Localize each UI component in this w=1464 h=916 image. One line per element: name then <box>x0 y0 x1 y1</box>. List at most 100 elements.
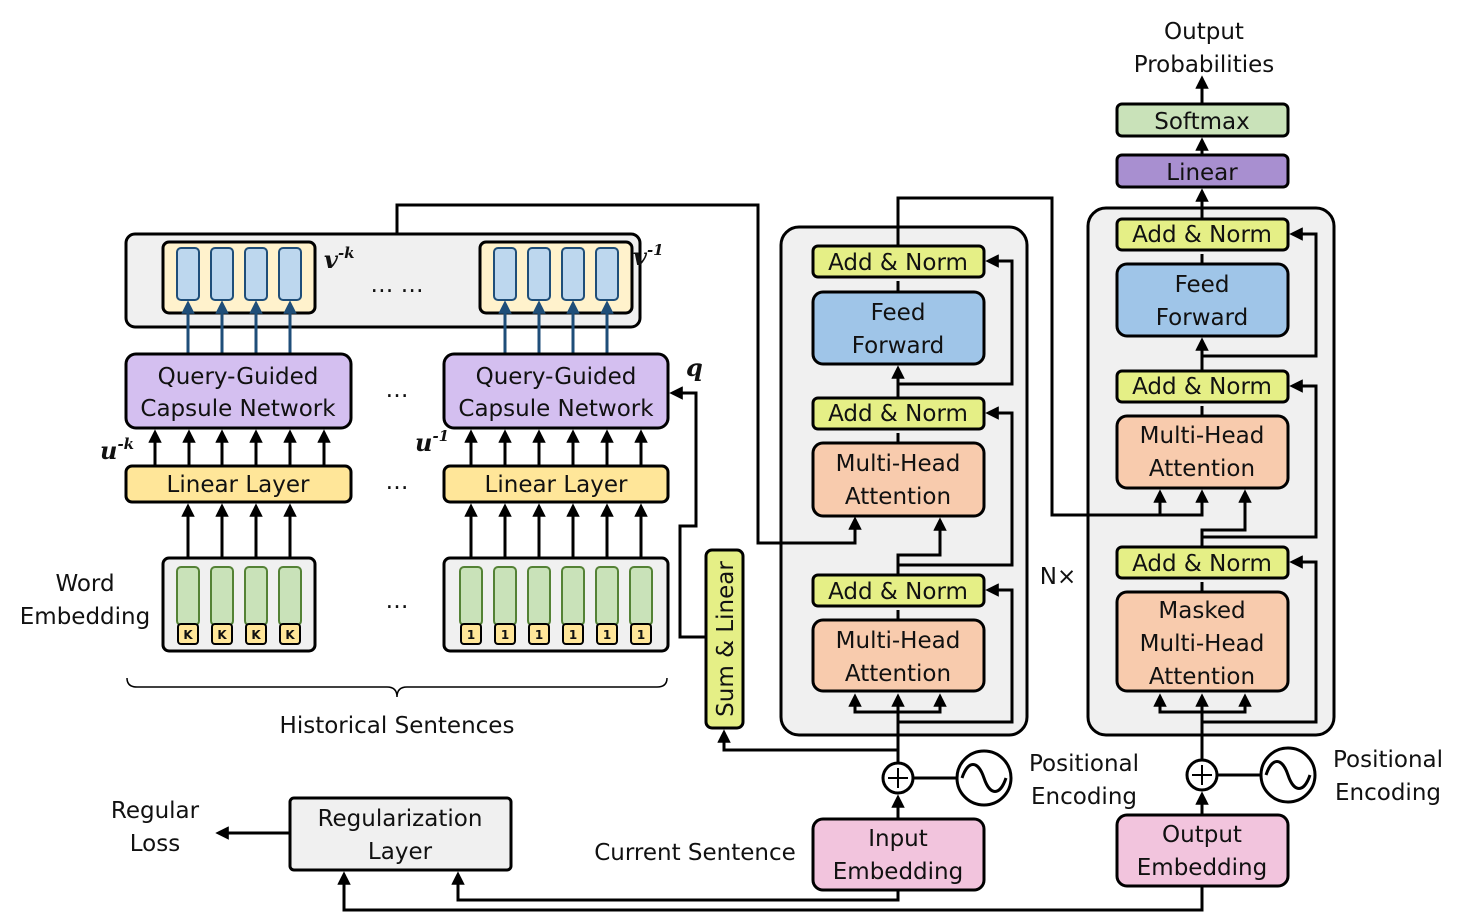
q-label: q <box>686 353 703 382</box>
regularization-layer-box: Regularization Layer <box>288 796 513 872</box>
input-to-sum-arrow <box>717 729 900 766</box>
softmax-box: Softmax <box>1115 102 1290 138</box>
decoder-feed-forward: Feed Forward <box>1115 262 1290 338</box>
svg-text:Linear Layer: Linear Layer <box>485 472 628 498</box>
svg-text:Add & Norm: Add & Norm <box>1132 374 1272 400</box>
dots-linear: … <box>386 469 409 495</box>
svg-text:Multi-Head: Multi-Head <box>836 628 961 654</box>
svg-text:Multi-Head: Multi-Head <box>1140 423 1265 449</box>
decoder-positional-encoding-line2: Encoding <box>1335 780 1441 806</box>
svg-text:Feed: Feed <box>871 300 926 326</box>
linear-to-capsule-arrows <box>148 429 648 466</box>
svg-text:Embedding: Embedding <box>833 859 963 885</box>
decoder-add-norm-1: Add & Norm <box>1115 545 1290 580</box>
svg-text:Add & Norm: Add & Norm <box>828 250 968 276</box>
svg-text:1: 1 <box>603 628 611 642</box>
decoder-add-norm-2: Add & Norm <box>1115 369 1290 404</box>
svg-text:Multi-Head: Multi-Head <box>1140 631 1265 657</box>
capsule-network-1: Query-Guided Capsule Network <box>442 352 670 430</box>
v-k-label: v-k <box>324 244 355 274</box>
historical-sentences-label: Historical Sentences <box>280 713 515 739</box>
svg-text:1: 1 <box>467 628 475 642</box>
svg-text:Forward: Forward <box>852 333 945 359</box>
capsule-group-k <box>161 240 317 315</box>
decoder-positional-encoding-line1: Positional <box>1333 747 1443 773</box>
svg-text:K: K <box>183 628 193 642</box>
svg-text:1: 1 <box>637 628 645 642</box>
encoder-wiring <box>848 196 1209 766</box>
svg-text:Attention: Attention <box>1149 664 1255 690</box>
word-embedding-label-line2: Embedding <box>20 604 150 630</box>
capsule-network-k: Query-Guided Capsule Network <box>124 352 353 430</box>
svg-text:Attention: Attention <box>845 661 951 687</box>
svg-text:Linear Layer: Linear Layer <box>167 472 310 498</box>
word-embedding-group-k: K K K K <box>161 556 317 653</box>
linear-layer-k: Linear Layer <box>124 464 353 504</box>
input-to-regularization-line <box>451 871 900 902</box>
svg-text:Linear: Linear <box>1166 160 1238 186</box>
svg-text:Query-Guided: Query-Guided <box>158 364 319 390</box>
svg-text:Attention: Attention <box>845 484 951 510</box>
svg-text:Attention: Attention <box>1149 456 1255 482</box>
svg-text:Input: Input <box>868 826 928 852</box>
encoder-positional-wave-icon <box>955 749 1013 807</box>
regular-loss-line1: Regular <box>111 798 200 824</box>
svg-text:1: 1 <box>535 628 543 642</box>
svg-text:K: K <box>217 628 227 642</box>
encoder-self-attention: Multi-Head Attention <box>811 618 986 693</box>
svg-text:Feed: Feed <box>1175 272 1230 298</box>
regular-loss-line2: Loss <box>130 831 180 857</box>
svg-text:Capsule Network: Capsule Network <box>140 396 336 422</box>
svg-text:K: K <box>251 628 261 642</box>
svg-text:Add & Norm: Add & Norm <box>1132 551 1272 577</box>
svg-text:Add & Norm: Add & Norm <box>828 579 968 605</box>
output-probabilities-line1: Output <box>1164 19 1244 45</box>
dots-mid: … <box>386 377 409 403</box>
svg-text:Add & Norm: Add & Norm <box>1132 222 1272 248</box>
decoder-add-circle <box>1185 758 1219 792</box>
word-embedding-label-line1: Word <box>55 571 114 597</box>
decoder-cross-attention: Multi-Head Attention <box>1115 414 1290 490</box>
output-probabilities-line2: Probabilities <box>1134 52 1275 78</box>
svg-text:Capsule Network: Capsule Network <box>458 396 654 422</box>
output-embedding-box: Output Embedding <box>1115 813 1290 888</box>
svg-text:Output: Output <box>1162 822 1242 848</box>
q-arrow <box>669 386 706 639</box>
linear-layer-1: Linear Layer <box>442 464 670 504</box>
current-sentence-label: Current Sentence <box>594 840 796 866</box>
decoder-masked-attention: Masked Multi-Head Attention <box>1115 590 1290 693</box>
encoder-positional-encoding-line2: Encoding <box>1031 784 1137 810</box>
encoder-cross-attention: Multi-Head Attention <box>811 441 986 518</box>
svg-text:1: 1 <box>569 628 577 642</box>
svg-text:Add & Norm: Add & Norm <box>828 401 968 427</box>
dots-embed: … <box>386 588 409 614</box>
input-embedding-box: Input Embedding <box>811 817 986 892</box>
nx-label: N× <box>1040 564 1076 590</box>
u-1-label: u-1 <box>415 427 449 457</box>
decoder-add-norm-3: Add & Norm <box>1115 217 1290 252</box>
encoder-add-norm-2: Add & Norm <box>811 396 986 431</box>
decoder-positional-wave-icon <box>1259 746 1317 804</box>
encoder-add-circle <box>881 761 915 795</box>
svg-text:Softmax: Softmax <box>1154 109 1250 135</box>
svg-text:Sum & Linear: Sum & Linear <box>713 561 739 717</box>
v-1-label: v-1 <box>633 241 664 271</box>
embed-to-linear-arrows <box>181 503 648 566</box>
dots-top: … … <box>370 272 423 298</box>
capsule-group-1 <box>478 240 634 315</box>
encoder-add-norm-1: Add & Norm <box>811 573 986 608</box>
historical-brace <box>126 677 668 698</box>
word-embedding-group-1: 1 1 1 1 1 1 <box>442 556 670 653</box>
capsule-to-encoder-line <box>395 203 862 545</box>
encoder-feed-forward: Feed Forward <box>811 290 986 366</box>
encoder-positional-encoding-line1: Positional <box>1029 751 1139 777</box>
u-k-label: u-k <box>100 435 134 465</box>
svg-text:1: 1 <box>501 628 509 642</box>
svg-text:Embedding: Embedding <box>1137 855 1267 881</box>
svg-text:Query-Guided: Query-Guided <box>476 364 637 390</box>
encoder-add-norm-3: Add & Norm <box>811 244 986 279</box>
capsule-output-arrows <box>181 300 614 354</box>
svg-text:Masked: Masked <box>1158 598 1245 624</box>
svg-text:Regularization: Regularization <box>318 806 483 832</box>
